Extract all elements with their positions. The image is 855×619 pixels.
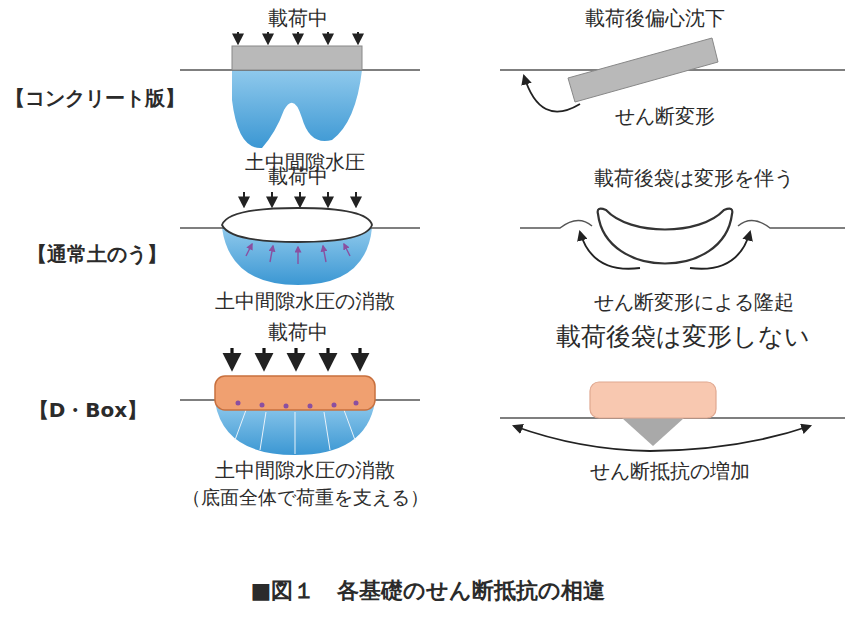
row-label: 【D・Box】 <box>29 398 148 422</box>
drain-lines <box>235 410 355 454</box>
annotation: 土中間隙水圧の消散 <box>215 289 395 313</box>
load-arrows <box>244 192 356 206</box>
shear-arrow <box>580 232 640 269</box>
concrete-slab <box>232 46 362 70</box>
row-label: 【通常土のう】 <box>27 242 167 266</box>
shear-resistance-arrow <box>514 426 650 451</box>
shear-arrow <box>690 232 750 269</box>
deformed-sandbag <box>598 209 733 264</box>
annotation: （底面全体で荷重を支える） <box>182 486 429 509</box>
dbox-bag <box>590 382 716 418</box>
annotation: 載荷後偏心沈下 <box>585 6 725 30</box>
pore-water <box>232 70 362 148</box>
annotation: 土中間隙水圧の消散 <box>215 458 395 482</box>
tilted-slab <box>568 38 718 102</box>
sandbag <box>222 208 372 242</box>
drain-arrows <box>246 244 350 264</box>
ground-heave <box>520 220 845 228</box>
shear-resistance-arrow <box>650 426 810 451</box>
load-arrows <box>232 348 360 368</box>
figure-caption: ■図１ 各基礎のせん断抵抗の相違 <box>251 578 606 604</box>
load-arrows <box>238 32 358 43</box>
shear-arrow <box>524 76 580 112</box>
drain-dots <box>236 401 359 409</box>
dbox-bag <box>215 376 375 410</box>
soil-wedge <box>622 418 684 446</box>
row-label: 【コンクリート版】 <box>5 86 185 110</box>
annotation: 載荷中 <box>268 164 328 188</box>
annotation: 載荷後袋は変形を伴う <box>594 166 794 190</box>
annotation: せん断変形による隆起 <box>594 290 794 314</box>
annotation: 載荷後袋は変形しない <box>556 322 810 352</box>
annotation: せん断抵抗の増加 <box>590 459 750 483</box>
annotation: 載荷中 <box>268 6 328 30</box>
annotation: せん断変形 <box>615 104 715 128</box>
annotation: 載荷中 <box>268 320 328 344</box>
